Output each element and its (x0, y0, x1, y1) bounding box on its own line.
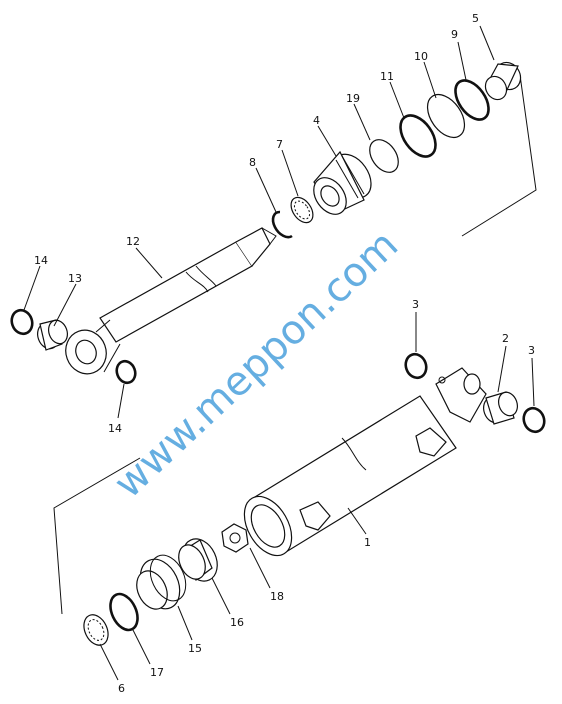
part-5-bushing (484, 61, 522, 101)
part-14-ring-left (10, 308, 34, 336)
part-10-ring (426, 93, 466, 139)
part-7-ring (290, 196, 314, 224)
part-1-cylinder-tube (243, 367, 487, 557)
callout-17: 17 (150, 666, 164, 679)
part-6-bearing (83, 614, 109, 646)
callout-5: 5 (472, 12, 479, 25)
part-8-snap-ring (271, 210, 293, 239)
part-13-bushing (37, 319, 69, 351)
part-3-ring-right (522, 406, 546, 434)
callout-18: 18 (270, 590, 284, 603)
callout-19: 19 (346, 92, 360, 105)
callout-12: 12 (126, 235, 140, 248)
callout-14-top: 14 (34, 254, 48, 267)
callout-2: 2 (502, 332, 509, 345)
part-19-ring (369, 139, 399, 173)
callout-6: 6 (118, 682, 125, 695)
part-12-piston-rod (65, 227, 277, 375)
callout-4: 4 (313, 114, 320, 127)
part-14-ring-right (115, 359, 137, 385)
part-18-nut (221, 523, 249, 553)
part-15-piston (136, 554, 187, 610)
bracket-lower (53, 457, 141, 615)
callout-3-right: 3 (528, 344, 535, 357)
part-4-piston (313, 150, 372, 215)
part-16-cap (178, 538, 218, 582)
callout-11: 11 (380, 70, 394, 83)
callout-14-bottom: 14 (108, 422, 122, 435)
callout-8: 8 (249, 156, 256, 169)
part-17-ring (109, 592, 139, 632)
callout-9: 9 (451, 28, 458, 41)
part-9-ring (454, 79, 490, 121)
callout-16: 16 (230, 616, 244, 629)
leader-lines (23, 25, 535, 681)
callout-15: 15 (188, 642, 202, 655)
callout-10: 10 (414, 50, 428, 63)
callout-labels: 5 9 10 11 19 4 7 8 12 14 13 14 3 2 3 1 1… (34, 12, 535, 695)
part-3-ring-upper (404, 352, 428, 380)
part-2-bushing (483, 391, 519, 425)
bracket-upper (461, 74, 537, 237)
callout-3-upper: 3 (412, 298, 419, 311)
callout-1: 1 (364, 536, 371, 549)
callout-7: 7 (276, 138, 283, 151)
part-11-ring (399, 114, 437, 158)
callout-13: 13 (68, 272, 82, 285)
